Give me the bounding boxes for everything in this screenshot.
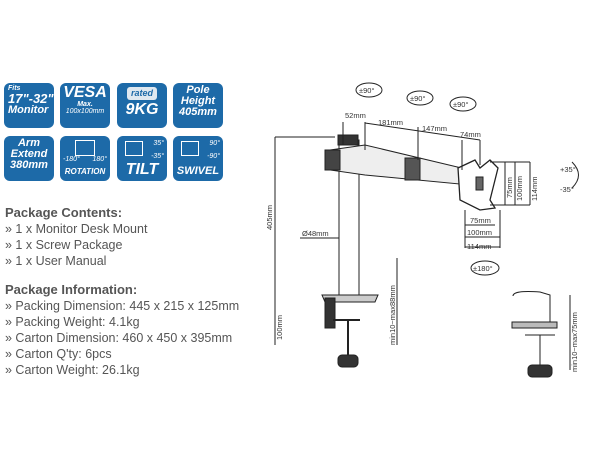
- dim-label: 405mm: [265, 205, 274, 230]
- dim-label: 147mm: [422, 124, 447, 133]
- dim-label: 52mm: [345, 111, 366, 120]
- rotation-label: ±90°: [359, 86, 374, 95]
- dim-label: 75mm: [505, 177, 514, 198]
- package-contents-title: Package Contents:: [5, 205, 123, 220]
- dim-label: 100mm: [467, 228, 492, 237]
- list-item: » Packing Dimension: 445 x 215 x 125mm: [5, 299, 240, 313]
- dim-label: 181mm: [378, 118, 403, 127]
- dim-label: min10~max88mm: [388, 285, 397, 345]
- rotation-label: ±90°: [453, 100, 468, 109]
- dim-label: 114mm: [530, 177, 539, 201]
- dim-label: 74mm: [460, 130, 481, 139]
- tilt-label: +35°: [560, 165, 576, 174]
- rotation-label: ±180°: [473, 264, 493, 273]
- rotation-icon: [75, 140, 95, 156]
- badge-tilt: 35°-35°TILT: [117, 136, 167, 181]
- dim-label: 114mm: [467, 242, 491, 251]
- weight-icon: rated: [127, 87, 157, 100]
- dim-label: 100mm: [515, 176, 524, 201]
- list-item: » Carton Dimension: 460 x 450 x 395mm: [5, 331, 233, 345]
- list-item: » 1 x Monitor Desk Mount: [5, 222, 148, 236]
- swivel-icon: [181, 141, 199, 156]
- dim-label: min10~max75mm: [570, 312, 579, 372]
- dim-label: 75mm: [470, 216, 491, 225]
- package-contents: Package Contents: » 1 x Monitor Desk Mou…: [5, 205, 147, 269]
- package-information-title: Package Information:: [5, 282, 138, 297]
- list-item: » 1 x Screw Package: [5, 238, 123, 252]
- tilt-label: -35°: [560, 185, 574, 194]
- dim-label: 100mm: [275, 315, 284, 340]
- dim-label: Ø48mm: [302, 229, 329, 238]
- rotation-label: ±90°: [410, 94, 425, 103]
- list-item: » Packing Weight: 4.1kg: [5, 315, 140, 329]
- list-item: » Carton Q'ty: 6pcs: [5, 347, 112, 361]
- badge-swivel: 90°-90°SWIVEL: [173, 136, 223, 181]
- package-information: Package Information: » Packing Dimension…: [5, 282, 239, 378]
- tilt-icon: [125, 141, 143, 156]
- badge-rotation: -180°180°ROTATION: [60, 136, 110, 181]
- list-item: » 1 x User Manual: [5, 254, 107, 268]
- list-item: » Carton Weight: 26.1kg: [5, 363, 140, 377]
